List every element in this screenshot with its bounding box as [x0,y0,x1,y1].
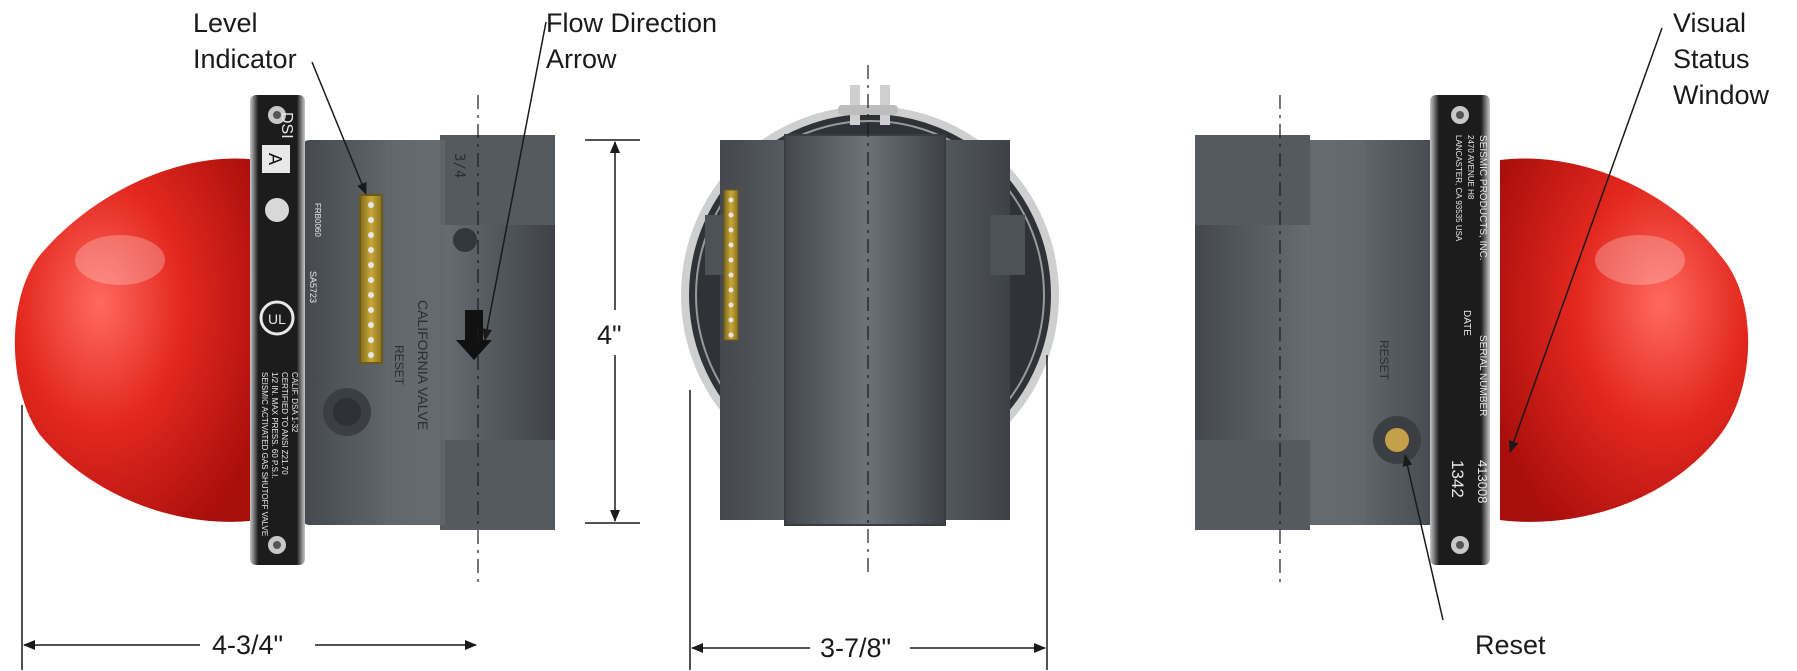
width-dimension-label: 3-7/8" [820,633,891,663]
left-plate-code1: A [265,153,285,165]
status-window-leader [1509,27,1663,453]
left-plate-line3: CERTIFIED TO ANSI Z21.70 [280,372,289,475]
right-red-cap [1500,158,1749,522]
reset-label: Reset [1475,630,1546,660]
left-plate-line4: CALIF. DSA 1-32 [290,372,299,433]
right-side-view: RESET SEISMIC PRODUCTS, INC. 2470 AVENUE… [1195,95,1749,565]
left-plate-line1: SEISMIC ACTIVATED GAS SHUTOFF VALVE [260,372,269,536]
left-plate-code2: DSI [278,112,295,139]
left-red-cap [14,158,258,522]
left-plate-line2: 1/2 IN. MAX PRESS. 60 P.S.I. [270,372,279,479]
left-side-view: 3/4 CALIFORNIA VALVE RESET A DSI FRB0060… [14,95,555,565]
flow-direction-label-line1: Flow Direction [546,8,717,38]
centerlines [477,65,1281,585]
right-plate-address2: LANCASTER, CA 93535 USA [1454,135,1463,242]
left-plate-code3: FRB0060 [313,203,322,237]
status-window-label-line2: Status [1673,44,1750,74]
left-valve-mark: CALIFORNIA VALVE [415,300,431,430]
right-plate-date-value: 1342 [1448,460,1467,498]
depth-dimension-label: 4-3/4" [212,630,283,660]
left-size-mark: 3/4 [451,153,467,178]
svg-text:UL: UL [268,311,286,327]
dimension-lines [21,139,1048,670]
right-nameplate-ring [1430,95,1490,565]
right-plate-serial-label: SERIAL NUMBER [1477,335,1488,416]
left-nameplate-ring [250,95,305,565]
height-dimension-label: 4" [597,320,622,350]
flow-arrow-leader [482,21,547,341]
right-plate-serial-value: 413008 [1475,460,1490,503]
level-indicator-leader [311,61,367,195]
reset-leader [1402,454,1444,621]
status-window-label-line1: Visual [1673,8,1746,38]
front-view [681,85,1059,526]
right-plate-date-label: DATE [1461,310,1472,336]
leader-lines [311,21,1663,621]
level-indicator-label-line2: Indicator [193,44,297,74]
right-plate-address1: 2470 AVENUE H8 [1466,135,1475,200]
left-reset-mark: RESET [392,345,406,386]
level-indicator-label-line1: Level [193,8,258,38]
status-window-label-line3: Window [1673,80,1770,110]
flow-direction-label-line2: Arrow [546,44,617,74]
left-plate-code4: SA5723 [308,271,318,303]
right-reset-mark: RESET [1377,340,1391,381]
right-plate-maker: SEISMIC PRODUCTS, INC. [1477,135,1488,261]
